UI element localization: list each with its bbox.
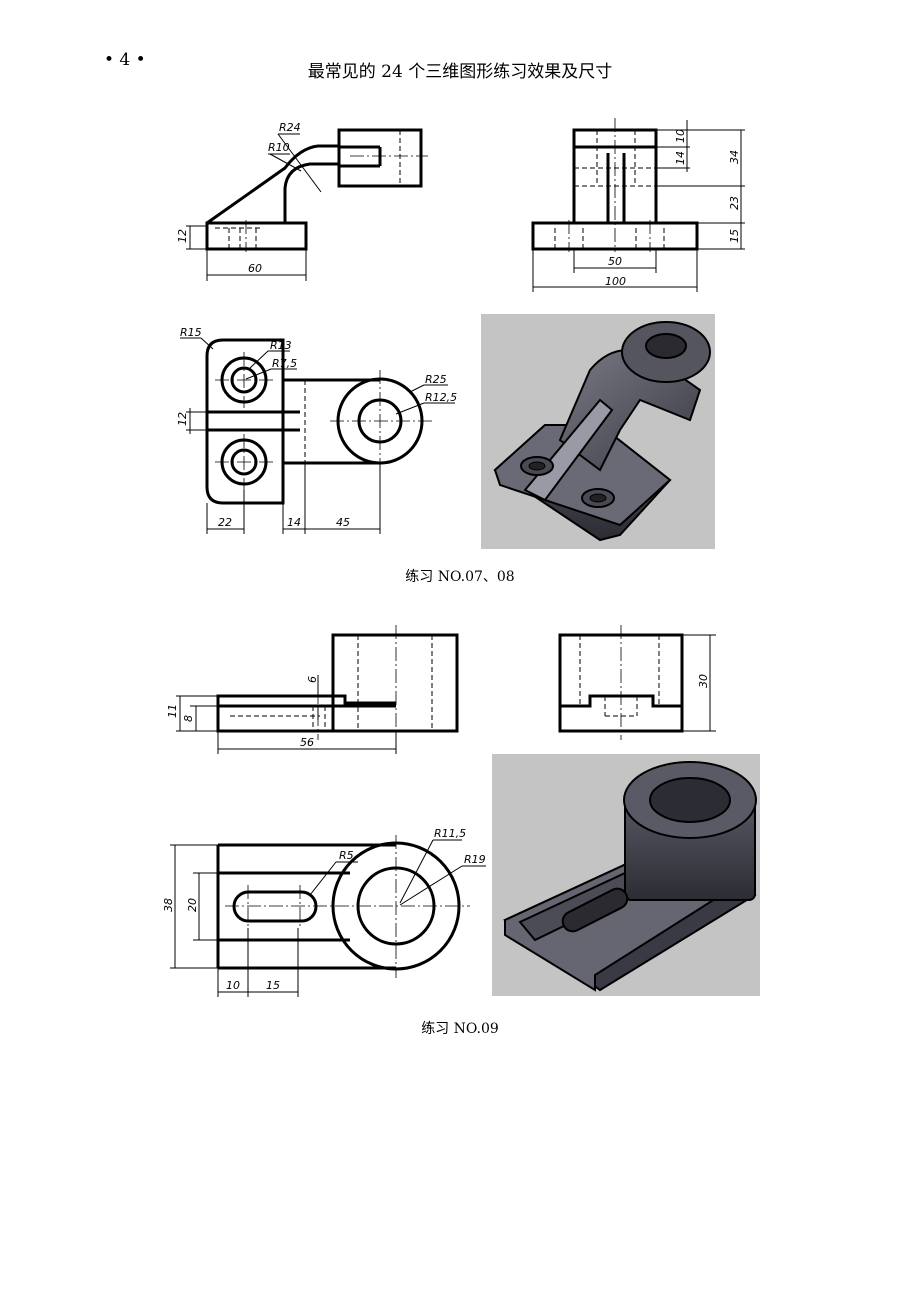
ex1-front-view: 10 14 34 23 15 50 100	[531, 118, 745, 292]
dim-30: 30	[697, 674, 710, 688]
dim-34: 34	[728, 150, 741, 164]
dim-r5: R5	[339, 849, 354, 862]
dim-15: 15	[728, 229, 741, 243]
dim-10: 10	[674, 129, 687, 143]
dim-23: 23	[728, 196, 741, 210]
dim-r13: R13	[270, 339, 292, 352]
ex1-top-view: R15 R13 R7,5 R25 R12,5 12 22 14 45	[176, 326, 457, 534]
ex1-3d-render	[481, 314, 715, 549]
dim-12-top: 12	[176, 412, 189, 426]
page-number: • 4 •	[104, 50, 146, 70]
dim-r19: R19	[464, 853, 486, 866]
dim-r7-5: R7,5	[272, 357, 297, 370]
dim-10: 10	[226, 979, 240, 992]
dim-r12-5: R12,5	[425, 391, 457, 404]
dim-60: 60	[248, 262, 262, 275]
dim-14-top: 14	[287, 516, 301, 529]
dim-15: 15	[266, 979, 280, 992]
dim-8: 8	[182, 715, 195, 722]
dim-50: 50	[608, 255, 622, 268]
dim-12-side: 12	[176, 229, 189, 243]
ex2-top-view: R5 R11,5 R19 38 20 10 15	[162, 827, 486, 997]
ex2-front-view: 6 11 8 56	[166, 625, 459, 754]
dim-r10: R10	[268, 141, 290, 154]
dim-r11-5: R11,5	[434, 827, 466, 840]
dim-r25: R25	[425, 373, 447, 386]
dim-14-front: 14	[674, 151, 687, 165]
caption-ex-09: 练习 NO.09	[421, 1021, 499, 1037]
ex2-side-view: 30	[558, 625, 716, 740]
dim-20: 20	[186, 898, 199, 912]
dim-56: 56	[300, 736, 314, 749]
dim-r15: R15	[180, 326, 202, 339]
dim-45: 45	[336, 516, 350, 529]
ex1-side-view: R24 R10 12 60	[176, 121, 428, 281]
dim-22: 22	[218, 516, 232, 529]
dim-r24: R24	[279, 121, 301, 134]
dim-6: 6	[306, 676, 319, 683]
dim-38: 38	[162, 898, 175, 912]
page-title: 最常见的 24 个三维图形练习效果及尺寸	[307, 62, 613, 82]
caption-ex-07-08: 练习 NO.07、08	[405, 569, 515, 585]
dim-11: 11	[166, 704, 179, 718]
dim-100: 100	[605, 275, 626, 288]
ex2-3d-render	[492, 754, 760, 996]
